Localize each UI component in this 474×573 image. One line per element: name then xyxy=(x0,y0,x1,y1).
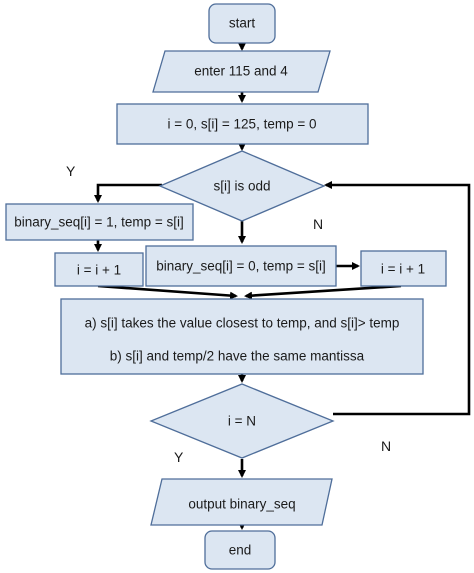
branch-yes-node: binary_seq[i] = 1, temp = s[i] xyxy=(5,203,194,241)
inc-left-label: i = i + 1 xyxy=(77,263,121,278)
n-yes-label: Y xyxy=(174,449,184,465)
edge-loop-back xyxy=(324,181,471,416)
rules-node: a) s[i] takes the value closest to temp,… xyxy=(60,298,424,375)
branch-no-node: binary_seq[i] = 0, temp = s[i] xyxy=(145,245,337,287)
inc-right-label: i = i + 1 xyxy=(381,262,425,277)
odd-decision-label: s[i] is odd xyxy=(213,179,270,194)
branch-yes-label: binary_seq[i] = 1, temp = s[i] xyxy=(14,215,184,230)
n-decision-label: i = N xyxy=(228,414,256,429)
end-label: end xyxy=(229,543,252,558)
odd-no-label: N xyxy=(313,216,323,232)
init-node: i = 0, s[i] = 125, temp = 0 xyxy=(116,103,369,145)
n-no-label: N xyxy=(381,438,391,454)
edge-cond-yes xyxy=(94,183,162,203)
init-label: i = 0, s[i] = 125, temp = 0 xyxy=(168,117,317,132)
odd-yes-label: Y xyxy=(66,163,76,179)
output-node: output binary_seq xyxy=(150,478,333,526)
edge-incright-rules xyxy=(244,284,402,300)
n-decision: i = N xyxy=(149,383,335,459)
inc-right-node: i = i + 1 xyxy=(360,250,447,287)
start-node: start xyxy=(208,3,276,44)
edge-incleft-rules xyxy=(97,284,238,300)
inc-left-node: i = i + 1 xyxy=(54,252,144,287)
rule-b-label: b) s[i] and temp/2 have the same mantiss… xyxy=(110,349,365,364)
start-label: start xyxy=(229,16,256,31)
branch-no-label: binary_seq[i] = 0, temp = s[i] xyxy=(156,259,326,274)
output-label: output binary_seq xyxy=(188,497,295,512)
odd-decision: s[i] is odd xyxy=(158,150,326,222)
input-label: enter 115 and 4 xyxy=(194,64,288,79)
input-node: enter 115 and 4 xyxy=(152,50,331,93)
rule-a-label: a) s[i] takes the value closest to temp,… xyxy=(85,316,400,331)
connectors xyxy=(94,43,471,530)
end-node: end xyxy=(204,530,276,570)
